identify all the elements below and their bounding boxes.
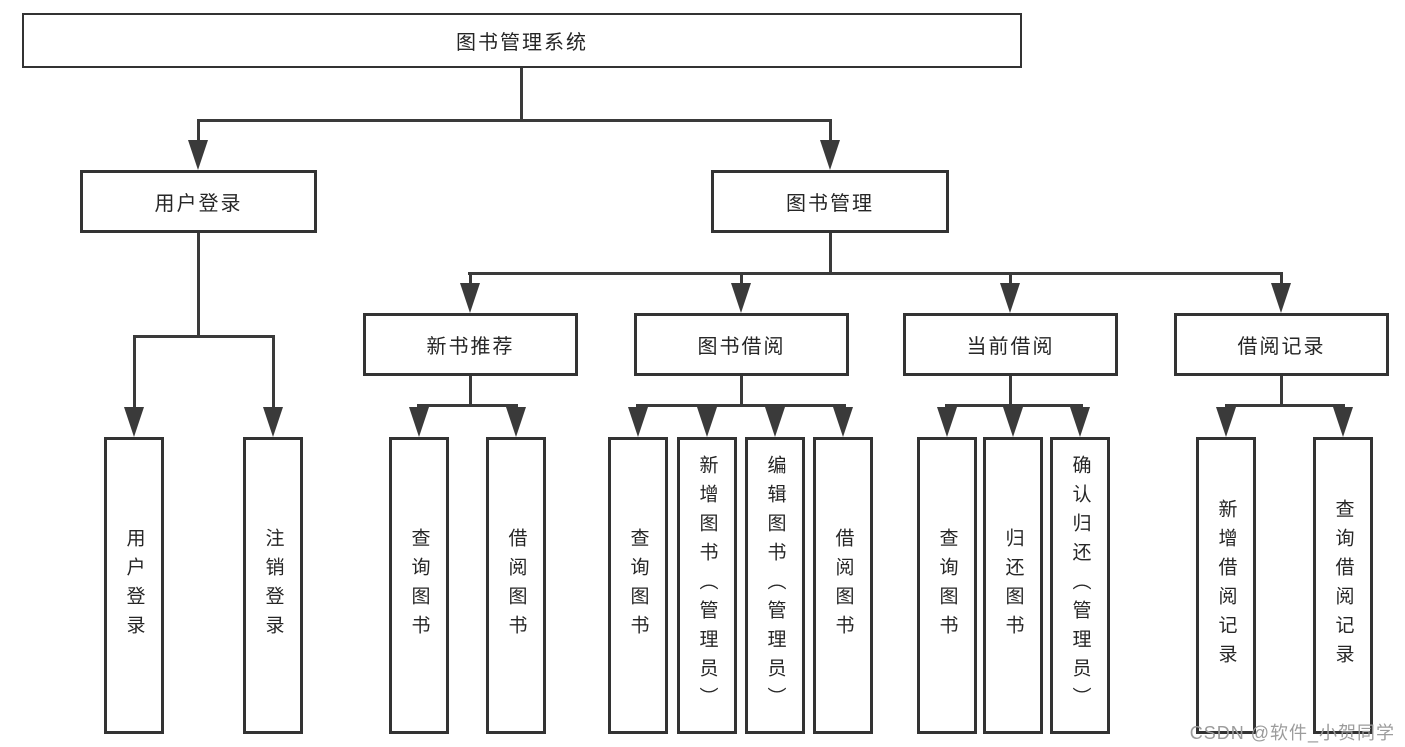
arrow-down-icon: [263, 407, 283, 437]
node-label: 借阅图书: [832, 527, 854, 644]
node-label: 用户登录: [123, 527, 145, 644]
node-book-management: 图书管理: [711, 170, 949, 233]
arrow-down-icon: [1003, 407, 1023, 437]
connector-vline: [1280, 375, 1283, 407]
node-label: 查询图书: [627, 527, 649, 644]
node-label: 查询图书: [408, 527, 430, 644]
arrow-down-icon: [731, 283, 751, 313]
connector-vline: [1280, 272, 1283, 286]
connector-vline: [469, 272, 472, 286]
node-records-add-record: 新增借阅记录: [1196, 437, 1256, 734]
node-borrowing-borrow-books: 借阅图书: [813, 437, 873, 734]
arrow-down-icon: [1333, 407, 1353, 437]
arrow-down-icon: [506, 407, 526, 437]
node-logout: 注销登录: [243, 437, 303, 734]
node-label: 查询图书: [936, 527, 958, 644]
arrow-down-icon: [697, 407, 717, 437]
arrow-down-icon: [820, 140, 840, 170]
node-borrowing-records: 借阅记录: [1174, 313, 1389, 376]
connector-hline: [636, 404, 846, 407]
node-book-borrowing: 图书借阅: [634, 313, 849, 376]
connector-vline: [197, 119, 200, 145]
connector-hline: [945, 404, 1083, 407]
watermark: CSDN @软件_小贺同学: [1189, 723, 1395, 743]
node-library-management-system: 图书管理系统: [22, 13, 1022, 68]
arrow-down-icon: [1216, 407, 1236, 437]
node-borrowing-add-books-admin: 新增图书（管理员）: [677, 437, 737, 734]
node-label: 图书管理系统: [456, 32, 588, 54]
arrow-down-icon: [409, 407, 429, 437]
node-recommend-borrow-books: 借阅图书: [486, 437, 546, 734]
node-user-login-leaf: 用户登录: [104, 437, 164, 734]
connector-vline: [829, 233, 832, 275]
node-label: 新增图书（管理员）: [696, 455, 718, 716]
node-label: 借阅图书: [505, 527, 527, 644]
arrow-down-icon: [833, 407, 853, 437]
arrow-down-icon: [1070, 407, 1090, 437]
connector-vline: [740, 375, 743, 407]
node-current-return-books: 归还图书: [983, 437, 1043, 734]
node-new-book-recommendation: 新书推荐: [363, 313, 578, 376]
arrow-down-icon: [1271, 283, 1291, 313]
arrow-down-icon: [937, 407, 957, 437]
node-label: 借阅记录: [1237, 336, 1326, 358]
node-records-query-record: 查询借阅记录: [1313, 437, 1373, 734]
node-label: 归还图书: [1002, 527, 1024, 644]
node-label: 图书管理: [786, 193, 874, 215]
connector-vline: [1009, 272, 1012, 286]
node-current-query-books: 查询图书: [917, 437, 977, 734]
connector-hline: [468, 272, 1283, 275]
node-label: 当前借阅: [966, 336, 1055, 358]
arrow-down-icon: [188, 140, 208, 170]
node-label: 注销登录: [262, 527, 284, 644]
node-current-confirm-return-admin: 确认归还（管理员）: [1050, 437, 1110, 734]
node-borrowing-edit-books-admin: 编辑图书（管理员）: [745, 437, 805, 734]
connector-vline: [829, 119, 832, 145]
node-recommend-query-books: 查询图书: [389, 437, 449, 734]
arrow-down-icon: [1000, 283, 1020, 313]
node-label: 查询借阅记录: [1332, 498, 1354, 673]
node-label: 新增借阅记录: [1215, 498, 1237, 673]
node-label: 用户登录: [154, 193, 243, 215]
arrow-down-icon: [628, 407, 648, 437]
connector-vline: [197, 233, 200, 337]
connector-vline: [133, 335, 136, 411]
arrow-down-icon: [765, 407, 785, 437]
node-current-borrowing: 当前借阅: [903, 313, 1118, 376]
node-user-login: 用户登录: [80, 170, 317, 233]
node-label: 图书借阅: [697, 336, 786, 358]
node-borrowing-query-books: 查询图书: [608, 437, 668, 734]
connector-vline: [520, 67, 523, 121]
connector-hline: [197, 119, 832, 122]
connector-hline: [133, 335, 275, 338]
connector-vline: [469, 375, 472, 407]
connector-hline: [417, 404, 518, 407]
connector-vline: [1009, 375, 1012, 407]
connector-hline: [1225, 404, 1345, 407]
connector-vline: [272, 335, 275, 411]
node-label: 确认归还（管理员）: [1069, 455, 1091, 716]
connector-vline: [740, 272, 743, 286]
node-label: 新书推荐: [426, 336, 515, 358]
node-label: 编辑图书（管理员）: [764, 455, 786, 716]
arrow-down-icon: [460, 283, 480, 313]
arrow-down-icon: [124, 407, 144, 437]
